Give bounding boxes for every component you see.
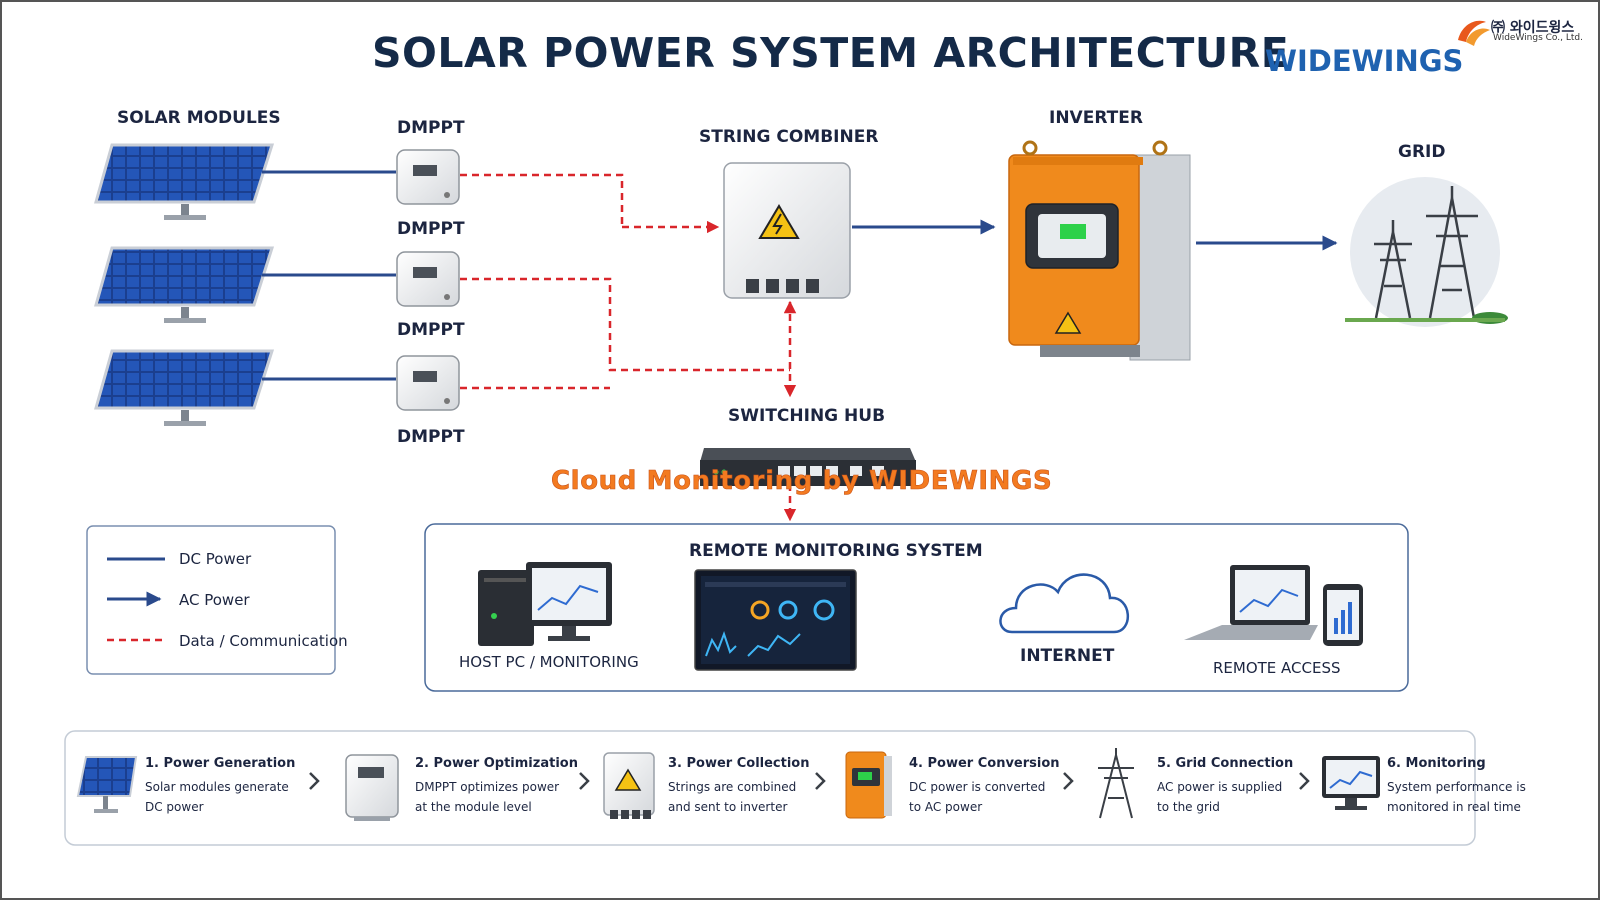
step-dmppt-icon — [345, 754, 399, 821]
process-strip — [64, 730, 1476, 846]
step-4-title: 4. Power Conversion — [909, 756, 1060, 771]
step-4-desc-line-2: to AC power — [909, 800, 983, 814]
legend-box — [86, 525, 336, 675]
step-tower-icon — [1098, 748, 1134, 819]
company-logo-icon — [1458, 20, 1490, 46]
inverter-cabinet — [1008, 140, 1191, 361]
step-6-desc-line-1: System performance is — [1387, 780, 1526, 794]
step-5-desc-line-2: to the grid — [1157, 800, 1220, 814]
step-4-desc-line-1: DC power is converted — [909, 780, 1046, 794]
label-host-pc: HOST PC / MONITORING — [459, 653, 639, 671]
label-dmppt-1: DMPPT — [397, 118, 465, 138]
label-internet: INTERNET — [1020, 646, 1115, 666]
logo-korean-name: ㈜ 와이드윙스 — [1491, 20, 1575, 36]
step-combiner-icon — [603, 752, 655, 819]
dmppt-device-1 — [396, 149, 460, 205]
dashboard-display-icon — [694, 569, 857, 671]
dc-power-lines — [262, 170, 396, 381]
label-dmppt-4: DMPPT — [397, 427, 465, 447]
solar-panel-2 — [94, 246, 275, 323]
dmppt-device-3 — [396, 355, 460, 411]
remote-monitoring-box — [424, 523, 1409, 692]
label-dmppt-3: DMPPT — [397, 320, 465, 340]
label-switching-hub: SWITCHING HUB — [728, 406, 886, 426]
legend-data-label: Data / Communication — [179, 632, 348, 650]
step-1-desc-line-2: DC power — [145, 800, 204, 814]
step-2-desc-line-2: at the module level — [415, 800, 532, 814]
step-1-desc-line-1: Solar modules generate — [145, 780, 289, 794]
step-2-title: 2. Power Optimization — [415, 756, 578, 771]
dmppt-device-2 — [396, 251, 460, 307]
legend-ac-label: AC Power — [179, 591, 250, 609]
solar-panel-3 — [94, 349, 275, 426]
solar-panel-1 — [94, 143, 275, 220]
cloud-monitoring-overlay: Cloud Monitoring by WIDEWINGS — [551, 466, 1053, 497]
logo-english-name: WideWings Co., Ltd. — [1493, 33, 1583, 43]
label-remote-access: REMOTE ACCESS — [1213, 659, 1341, 677]
grid-transmission-tower-icon — [1345, 177, 1508, 327]
step-5-title: 5. Grid Connection — [1157, 756, 1294, 771]
step-3-desc-line-1: Strings are combined — [668, 780, 797, 794]
label-grid: GRID — [1398, 142, 1446, 162]
step-5-desc-line-1: AC power is supplied — [1157, 780, 1283, 794]
laptop-tablet-icon — [1184, 565, 1363, 646]
step-monitor-icon — [1322, 756, 1380, 810]
label-remote-monitoring: REMOTE MONITORING SYSTEM — [689, 541, 983, 561]
label-dmppt-2: DMPPT — [397, 219, 465, 239]
step-3-desc-line-2: and sent to inverter — [668, 800, 788, 814]
step-1-title: 1. Power Generation — [145, 756, 296, 771]
step-6-desc-line-2: monitored in real time — [1387, 800, 1521, 814]
step-solar-panel-icon — [76, 756, 138, 813]
step-inverter-icon — [845, 751, 892, 819]
cloud-icon — [999, 573, 1130, 634]
label-inverter: INVERTER — [1049, 108, 1143, 128]
string-combiner-box — [723, 162, 851, 299]
page-title: SOLAR POWER SYSTEM ARCHITECTURE — [372, 29, 1290, 77]
step-6-title: 6. Monitoring — [1387, 756, 1486, 771]
label-solar-modules: SOLAR MODULES — [117, 108, 281, 128]
label-string-combiner: STRING COMBINER — [699, 127, 879, 147]
legend-dc-label: DC Power — [179, 550, 252, 568]
brand-name: WIDEWINGS — [1265, 44, 1464, 78]
step-3-title: 3. Power Collection — [668, 756, 810, 771]
host-pc-icon — [478, 562, 612, 646]
switching-hub-device — [700, 448, 916, 486]
step-chevron-icons — [309, 772, 1310, 790]
step-2-desc-line-1: DMPPT optimizes power — [415, 780, 560, 794]
